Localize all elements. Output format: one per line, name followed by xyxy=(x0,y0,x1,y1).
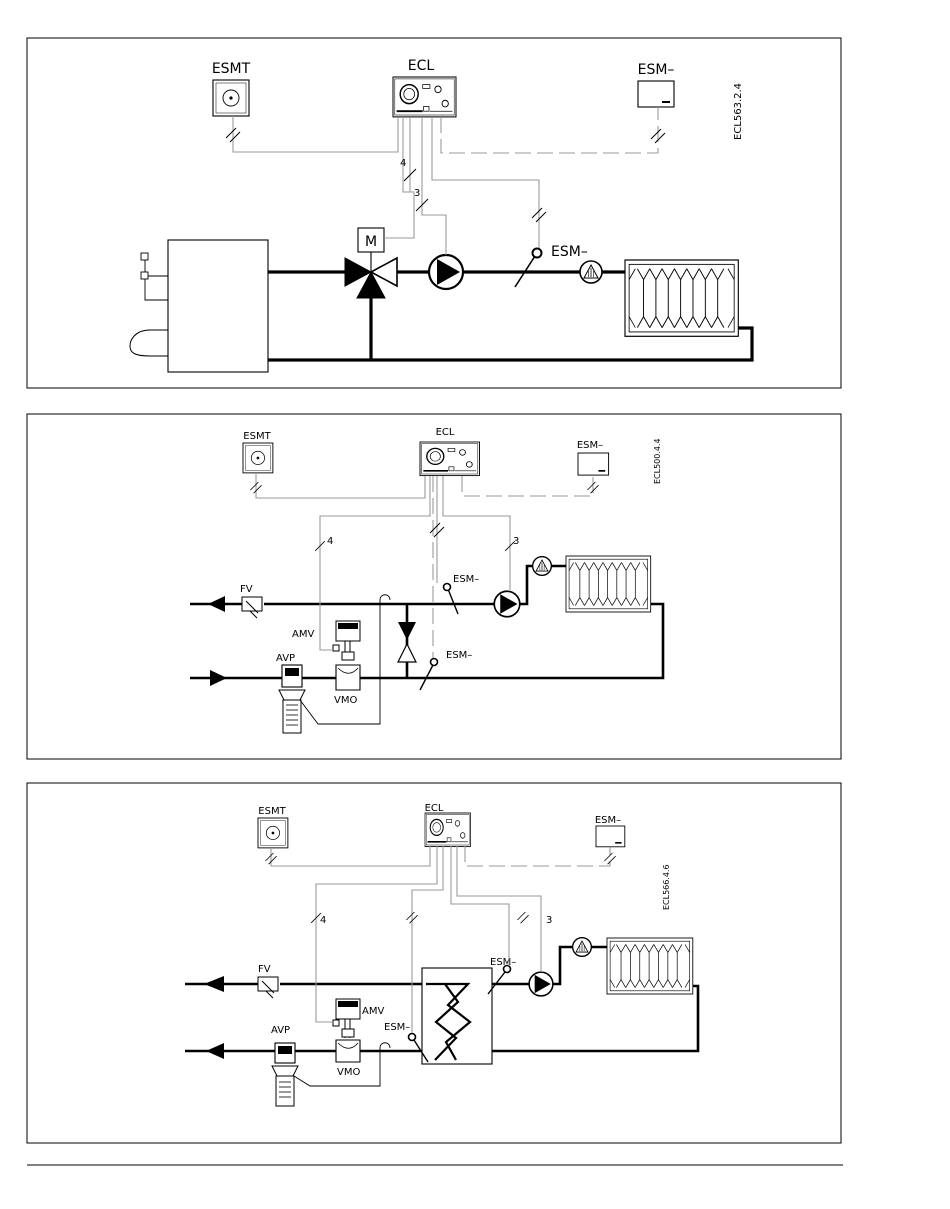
wire-pump-1 xyxy=(422,117,446,255)
pressure-symbol-3 xyxy=(573,938,592,957)
flow-arrow-in-2 xyxy=(208,596,225,612)
actuator-label-3: AMV xyxy=(362,1006,384,1017)
wire-room-2 xyxy=(462,474,593,496)
valve-label-3: VMO xyxy=(337,1067,360,1078)
wire-pump-2 xyxy=(443,476,510,590)
motor-actuator: M xyxy=(358,228,384,252)
wire-count-3-3: 3 xyxy=(546,915,552,926)
pressure-valve-3 xyxy=(272,1043,298,1106)
wire-outdoor-3 xyxy=(271,846,430,866)
wire-count-4-1: 4 xyxy=(400,158,406,169)
burner xyxy=(130,253,168,356)
pressure-valve-2 xyxy=(279,665,305,733)
pump-1 xyxy=(429,255,463,289)
wire-count-3-2: 3 xyxy=(513,536,519,547)
return-sensor-label-2: ESM– xyxy=(446,650,472,661)
pump-3 xyxy=(529,972,553,996)
flow-sensor-1 xyxy=(515,249,542,288)
return-rad-3 xyxy=(492,986,698,1051)
outdoor-sensor-1 xyxy=(213,80,249,116)
room-sensor-label-2: ESM– xyxy=(577,440,603,451)
flow-sensor-label-3: ESM– xyxy=(490,957,516,968)
check-valve-2a xyxy=(398,622,416,640)
room-sensor-1 xyxy=(638,81,674,107)
room-sensor-label-3: ESM– xyxy=(595,815,621,826)
wire-flow-3 xyxy=(451,846,509,966)
diagram-2: FV ESM– ESM– AMV xyxy=(27,414,841,759)
flow-sensor-label-2: ESM– xyxy=(453,574,479,585)
filter-label-3: FV xyxy=(258,964,271,975)
room-sensor-2 xyxy=(578,453,609,475)
radiator-1 xyxy=(625,260,738,336)
pressure-valve-label-2: AVP xyxy=(276,653,295,664)
outdoor-sensor-2 xyxy=(243,443,273,473)
filter-3 xyxy=(258,977,278,998)
three-way-valve xyxy=(345,252,397,298)
actuator-2 xyxy=(333,621,360,660)
flow-arrow-out-3 xyxy=(206,1043,224,1059)
ecl-controller-3 xyxy=(425,813,471,847)
wire-mark xyxy=(517,912,528,923)
return-sensor-label-3: ESM– xyxy=(384,1022,410,1033)
return-sensor-2 xyxy=(420,659,438,691)
outdoor-sensor-label-1: ESMT xyxy=(212,61,251,77)
flow-arrow-out-2 xyxy=(210,670,227,686)
diagram-1: M ESM– ECL ESMT ESM– ECL563.2.4 xyxy=(27,38,841,388)
outdoor-sensor-label-2: ESMT xyxy=(243,431,271,442)
valve-label-2: VMO xyxy=(334,695,357,706)
wire-room-3 xyxy=(465,846,610,866)
wire-outdoor-1 xyxy=(233,116,398,152)
valve-3 xyxy=(336,1040,360,1062)
outdoor-sensor-3 xyxy=(258,818,288,848)
wire-count-3-1: 3 xyxy=(414,188,420,199)
wire-outdoor-2 xyxy=(256,474,425,498)
heat-exchanger xyxy=(422,968,492,1064)
check-valve-2b xyxy=(398,644,416,662)
ecl-label-2: ECL xyxy=(436,427,455,438)
valve-2 xyxy=(336,665,360,690)
filter-2 xyxy=(242,597,262,618)
wire-pump-3 xyxy=(457,846,541,972)
flow-sensor-label: ESM– xyxy=(551,244,588,260)
pressure-symbol-1 xyxy=(580,261,602,283)
room-sensor-label-1: ESM– xyxy=(638,62,675,78)
motor-label: M xyxy=(365,234,377,250)
diagram-code-2: ECL500.4.4 xyxy=(653,438,662,484)
radiator-3 xyxy=(607,938,693,994)
room-sensor-3 xyxy=(596,826,625,847)
wire-count-4-3: 4 xyxy=(320,915,326,926)
pump-2 xyxy=(494,591,520,617)
actuator-label-2: AMV xyxy=(292,629,314,640)
flow-arrow-in-3 xyxy=(204,976,224,992)
diagram-code-1: ECL563.2.4 xyxy=(733,83,744,140)
wire-room-1 xyxy=(441,107,658,153)
boiler xyxy=(168,240,268,372)
actuator-3 xyxy=(333,999,360,1038)
pressure-valve-label-3: AVP xyxy=(271,1025,290,1036)
ecl-label-3: ECL xyxy=(425,803,444,814)
ecl-label-1: ECL xyxy=(408,58,435,74)
radiator-2 xyxy=(566,556,651,612)
diagram-3: FV ESM– ESM– AMV xyxy=(27,783,841,1143)
wire-flow-1 xyxy=(432,117,539,248)
wire-count-4-2: 4 xyxy=(327,536,333,547)
ecl-controller-2 xyxy=(420,442,480,476)
diagram-code-3: ECL566.4.6 xyxy=(662,864,671,910)
pressure-symbol-2 xyxy=(533,557,552,576)
wire-actuator-3 xyxy=(316,846,437,1022)
flow-sensor-2 xyxy=(444,584,459,615)
filter-label-2: FV xyxy=(240,584,253,595)
outdoor-sensor-label-3: ESMT xyxy=(258,806,286,817)
ecl-controller-1 xyxy=(393,77,456,117)
